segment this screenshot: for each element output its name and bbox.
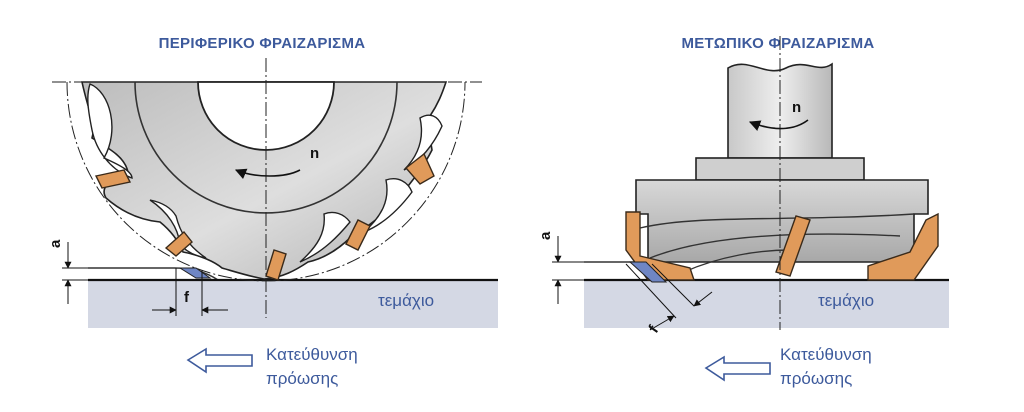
left-workpiece-label: τεμάχιο — [378, 291, 434, 310]
right-panel: ΜΕΤΩΠΙΚΟ ΦΡΑΙΖΑΡΙΣΜΑ τεμάχιο n — [537, 35, 949, 388]
left-insert-2 — [164, 230, 193, 257]
right-chip — [628, 261, 668, 283]
left-depth-label: a — [47, 239, 64, 248]
left-feed-label: f — [184, 289, 190, 306]
right-depth-dimension: a — [537, 231, 584, 304]
left-gullets — [87, 83, 443, 263]
left-title: ΠΕΡΙΦΕΡΙΚΟ ΦΡΑΙΖΑΡΙΣΜΑ — [159, 35, 366, 52]
left-depth-dimension: a — [47, 239, 88, 304]
right-depth-label: a — [537, 231, 554, 240]
left-feed-direction-line2: πρόωσης — [266, 369, 338, 388]
left-insert-5 — [404, 152, 435, 185]
right-feed-direction-arrow — [704, 355, 771, 382]
right-feed-direction-line2: πρόωσης — [780, 369, 852, 388]
left-rotation-label: n — [310, 145, 319, 162]
left-panel: ΠΕΡΙΦΕΡΙΚΟ ΦΡΑΙΖΑΡΙΣΜΑ τεμάχιο — [47, 35, 498, 388]
left-feed-direction-arrow — [186, 347, 253, 374]
left-feed-direction-line1: Κατεύθυνση — [266, 345, 358, 364]
left-insert-1 — [94, 169, 132, 189]
left-rotation-arrow — [234, 168, 301, 180]
right-workpiece — [584, 280, 949, 328]
left-workpiece — [88, 280, 498, 328]
right-feed-direction-line1: Κατεύθυνση — [780, 345, 872, 364]
right-title: ΜΕΤΩΠΙΚΟ ΦΡΑΙΖΑΡΙΣΜΑ — [681, 35, 874, 52]
right-helix-lines — [639, 213, 915, 273]
right-insert-middle — [775, 215, 811, 277]
left-inserts — [94, 152, 435, 281]
right-workpiece-label: τεμάχιο — [818, 291, 874, 310]
left-insert-4 — [345, 219, 371, 251]
left-insert-3 — [265, 249, 287, 281]
right-rotation-arrow — [748, 119, 809, 131]
left-feed-dimension: f — [152, 268, 228, 316]
right-insert-right — [867, 212, 939, 281]
right-rotation-label: n — [792, 99, 801, 116]
